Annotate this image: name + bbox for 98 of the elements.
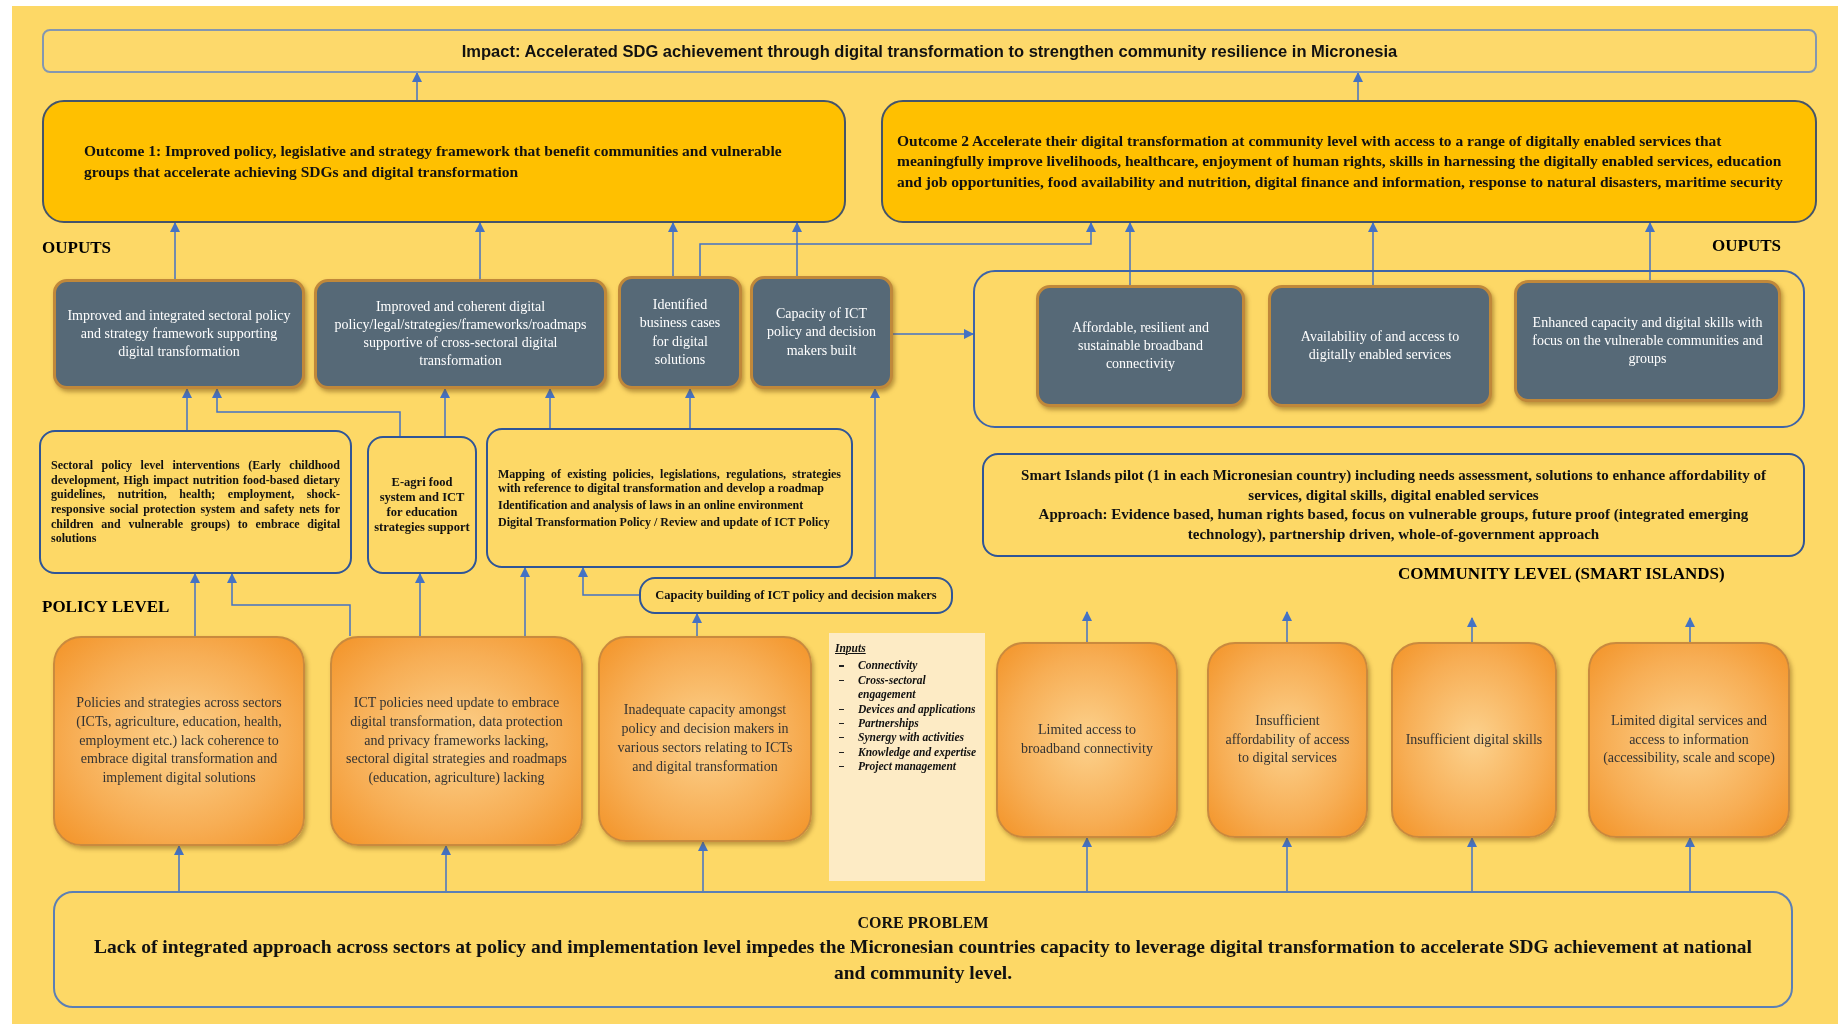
arrow (211, 387, 401, 437)
box-text: Improved and coherent digital policy/legal/strategies/frameworks/roadmaps supportive of cross-sectoral digital transformation (333, 297, 588, 371)
output-box (750, 276, 893, 389)
box-text: Capacity of ICT policy and decision makers built (766, 305, 877, 360)
arrow (474, 221, 486, 280)
box-text: Availability of and access to digitally enabled services (1299, 327, 1461, 364)
problem-box (1391, 642, 1557, 838)
arrow (1124, 221, 1136, 286)
arrow (1081, 836, 1093, 892)
arrow (440, 844, 452, 892)
box-text: Inadequate capacity amongst policy and decision makers in various sectors relating to ICTs and digital transformation (616, 701, 794, 776)
box-heading: CORE PROBLEM (856, 913, 990, 934)
problem-box (330, 636, 583, 846)
input-item: Synergy with activities (858, 730, 965, 745)
arrow (1466, 616, 1478, 643)
box-text: Identification and analysis of laws in an online environment (498, 498, 805, 513)
outcome-box (881, 100, 1817, 223)
arrow (892, 328, 975, 340)
box-text: Insufficient digital skills (1404, 730, 1544, 749)
arrow (684, 387, 696, 429)
arrow (699, 221, 1097, 277)
output-box (1514, 280, 1781, 402)
arrow (519, 566, 531, 637)
arrow (1281, 836, 1293, 892)
box-text: Sectoral policy level interventions (Early childhood development, High impact nutrition food-based dietary guidelines, nutrition, health; employment, shock-responsive social protection system and safety nets for children and vulnerable groups) to embrace digital solutions (51, 458, 340, 546)
arrow (577, 566, 640, 596)
activity-box (486, 428, 853, 568)
activity-box (39, 430, 352, 574)
box-text: Improved and integrated sectoral policy and strategy framework supporting digital transformation (66, 306, 292, 362)
box-text: Smart Islands pilot (1 in each Micronesian country) including needs assessment, solutions to enhance affordability of services, digital skills, digital enabled services (1020, 466, 1767, 505)
panel-heading: Inputs (835, 641, 867, 656)
core-problem-box (53, 891, 1793, 1008)
output-box (618, 276, 742, 389)
activity-box (367, 436, 477, 574)
arrow (411, 71, 423, 101)
problem-box (53, 636, 305, 846)
arrow (173, 844, 185, 892)
arrow (189, 572, 201, 637)
box-text: Mapping of existing policies, legislations, regulations, strategies with reference to digital transformation and develop a roadmap (498, 466, 841, 496)
arrow (1684, 836, 1696, 892)
arrow (226, 572, 351, 637)
impact-box (42, 29, 1817, 73)
pilot-box (982, 453, 1805, 557)
box-text: Enhanced capacity and digital skills with focus on the vulnerable communities and groups (1531, 313, 1764, 369)
arrow (791, 221, 803, 277)
arrow (1367, 221, 1379, 286)
problem-box (1588, 642, 1790, 838)
arrow (1281, 610, 1293, 643)
arrow (869, 387, 881, 578)
section-label: OUPUTS (1712, 236, 1781, 256)
box-text: Impact: Accelerated SDG achievement through digital transformation to strengthen community resilience in Micronesia (461, 41, 1398, 61)
section-label: POLICY LEVEL (42, 597, 170, 617)
output-box (1036, 285, 1245, 407)
box-text: Outcome 1: Improved policy, legislative and strategy framework that benefit communities and vulnerable groups that accelerate achieving SDGs and digital transformation (84, 141, 783, 182)
arrow (691, 612, 703, 637)
box-text: Capacity building of ICT policy and decision makers (654, 587, 938, 604)
box-text: E-agri food system and ICT for education strategies support (373, 474, 471, 536)
box-text: Affordable, resilient and sustainable broadband connectivity (1071, 318, 1210, 374)
problem-box (598, 636, 812, 842)
box-text: ICT policies need update to embrace digital transformation, data protection and privacy frameworks lacking, sectoral digital strategies and roadmaps (education, agriculture) lacking (345, 693, 568, 788)
output-box (53, 279, 305, 389)
inputs-panel (829, 633, 985, 881)
arrow (1466, 836, 1478, 892)
activity-box (639, 577, 953, 614)
box-text: Limited access to broadband connectivity (1020, 721, 1154, 758)
box-text: Limited digital services and access to information (accessibility, scale and scope) (1602, 711, 1776, 768)
box-text: Outcome 2 Accelerate their digital transformation at community level with access to a range of digitally enabled services that meaningfully improve livelihoods, healthcare, enjoyment of human rights, skills in harnessing the digitally enabled services, education and job opportunities, food availability and nutrition, digital finance and information, response to natural disasters, maritime security (897, 131, 1784, 192)
arrow (697, 840, 709, 892)
output-box (314, 279, 607, 389)
section-label: COMMUNITY LEVEL (SMART ISLANDS) (1398, 564, 1725, 584)
arrow (169, 221, 181, 280)
input-item: Cross-sectoral engagement (858, 672, 927, 702)
section-label: OUPUTS (42, 238, 111, 258)
box-text: Insufficient affordability of access to digital services (1224, 711, 1351, 768)
input-item: Devices and applications (858, 701, 976, 716)
problem-box (996, 642, 1178, 838)
arrow (1684, 616, 1696, 643)
box-text: Identified business cases for digital solutions (638, 296, 722, 369)
arrow (667, 221, 679, 277)
arrow (414, 572, 426, 637)
outcome-box (42, 100, 846, 223)
problem-box (1207, 642, 1368, 838)
input-item: Knowledge and expertise (858, 744, 977, 759)
box-text: Digital Transformation Policy / Review and update of ICT Policy (498, 514, 831, 530)
arrow (439, 387, 451, 437)
input-item: Connectivity (858, 658, 918, 673)
box-text: Policies and strategies across sectors (ICTs, agriculture, education, health, employment etc.) lack coherence to embrace digital transformation and implement digital solutions (75, 693, 283, 788)
arrow (544, 387, 556, 429)
output-box (1268, 285, 1492, 407)
arrow (1644, 221, 1656, 281)
box-text: Approach: Evidence based, human rights based, focus on vulnerable groups, future proof (integrated emerging technology), partnership driven, whole-of-government approach (1037, 505, 1750, 544)
box-text: Lack of integrated approach across sectors at policy and implementation level impedes the Micronesian countries capacity to leverage digital transformation to accelerate SDG achievement at national and community level. (93, 935, 1753, 986)
arrow (1081, 610, 1093, 643)
arrow (1352, 71, 1364, 101)
input-item: Project management (858, 759, 957, 774)
arrow (181, 387, 193, 431)
outputs-group-frame (973, 270, 1805, 428)
input-item: Partnerships (858, 716, 919, 731)
